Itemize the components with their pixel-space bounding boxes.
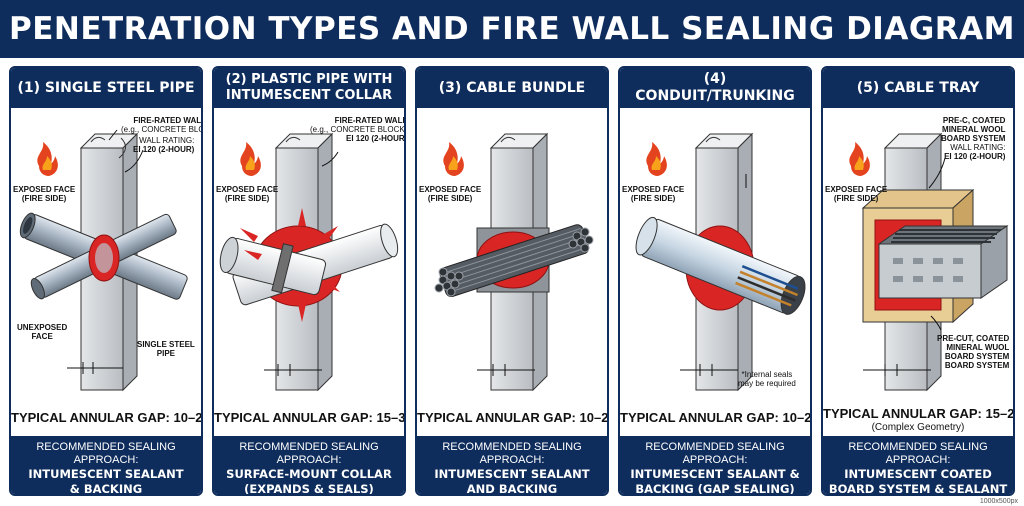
- fire-rated-wall-label: FIRE-RATED WALL(e.g., CONCRETE BLOCK)EI …: [310, 116, 406, 143]
- panel-plastic-pipe-collar: (2) PLASTIC PIPE WITH INTUMESCENT COLLAR: [212, 66, 406, 496]
- title-bar: PENETRATION TYPES AND FIRE WALL SEALING …: [0, 0, 1024, 58]
- rec-heading: RECOMMENDED SEALING APPROACH:: [848, 441, 988, 466]
- rec-line-2: BOARD SYSTEM & SEALANT: [828, 482, 1008, 496]
- rec-heading: RECOMMENDED SEALING APPROACH:: [36, 441, 176, 466]
- size-footnote: 1000x500px: [979, 498, 1018, 505]
- panel-heading: (3) CABLE BUNDLE: [417, 68, 607, 108]
- annular-gap-label: TYPICAL ANNULAR GAP: 15–30mm: [214, 410, 406, 425]
- fire-rated-wall-label: FIRE-RATED WALL(e.g., CONCRETE BLOCK): [121, 116, 203, 134]
- penetration-illustration: FIRE-RATED WALL(e.g., CONCRETE BLOCK) WA…: [11, 108, 201, 398]
- rec-line-1: INTUMESCENT COATED: [844, 467, 992, 481]
- panel-cable-bundle: (3) CABLE BUNDLE: [415, 66, 609, 496]
- complex-geometry-note: (Complex Geometry): [871, 422, 965, 433]
- annular-gap-label: TYPICAL ANNULAR GAP: 15–25mm: [823, 406, 1015, 421]
- wall-rating-label: WALL RATING:EI 120 (2-HOUR): [133, 136, 195, 154]
- panel-heading: (4) CONDUIT/TRUNKING: [620, 68, 810, 108]
- rec-line-1: SURFACE-MOUNT COLLAR: [226, 467, 392, 481]
- rec-line-1: INTUMESCENT SEALANT &: [630, 467, 800, 481]
- exposed-face-label: EXPOSED FACE(FIRE SIDE): [622, 185, 685, 203]
- panel-heading: (1) SINGLE STEEL PIPE: [11, 68, 201, 108]
- rec-line-2: BACKING (GAP SEALING): [635, 482, 795, 496]
- rec-heading: RECOMMENDED SEALING APPROACH:: [239, 441, 379, 466]
- panel-single-steel-pipe: (1) SINGLE STEEL PIPE: [9, 66, 203, 496]
- panel-heading: (2) PLASTIC PIPE WITH INTUMESCENT COLLAR: [214, 68, 404, 108]
- rec-line-2: (EXPANDS & SEALS): [244, 482, 374, 496]
- exposed-face-label: EXPOSED FACE(FIRE SIDE): [216, 185, 279, 203]
- rec-line-1: INTUMESCENT SEALANT: [28, 467, 184, 481]
- recommended-sealing-box: RECOMMENDED SEALING APPROACH: SURFACE-MO…: [214, 436, 404, 494]
- annular-gap-label: TYPICAL ANNULAR GAP: 10–20mm: [620, 410, 812, 425]
- exposed-face-label: EXPOSED FACE(FIRE SIDE): [419, 185, 482, 203]
- exposed-face-label: EXPOSED FACE(FIRE SIDE): [825, 185, 888, 203]
- recommended-sealing-box: RECOMMENDED SEALING APPROACH: INTUMESCEN…: [620, 436, 810, 494]
- recommended-sealing-box: RECOMMENDED SEALING APPROACH: INTUMESCEN…: [11, 436, 201, 494]
- penetration-illustration: FIRE-RATED WALL(e.g., CONCRETE BLOCK)EI …: [214, 108, 404, 398]
- penetration-illustration: EXPOSED FACE(FIRE SIDE): [417, 108, 607, 398]
- rec-heading: RECOMMENDED SEALING APPROACH:: [645, 441, 785, 466]
- exposed-face-label: EXPOSED FACE(FIRE SIDE): [13, 185, 76, 203]
- panel-heading: (5) CABLE TRAY: [823, 68, 1013, 108]
- panel-cable-tray: (5) CABLE TRAY: [821, 66, 1015, 496]
- rec-line-2: & BACKING: [69, 482, 143, 496]
- annular-gap-label: TYPICAL ANNULAR GAP: 10–20mm: [417, 410, 609, 425]
- rec-line-1: INTUMESCENT SEALANT: [434, 467, 590, 481]
- recommended-sealing-box: RECOMMENDED SEALING APPROACH: INTUMESCEN…: [417, 436, 607, 494]
- rec-heading: RECOMMENDED SEALING APPROACH:: [442, 441, 582, 466]
- panel-conduit-trunking: (4) CONDUIT/TRUNKING: [618, 66, 812, 496]
- page-title: PENETRATION TYPES AND FIRE WALL SEALING …: [9, 11, 1015, 47]
- annular-gap-label: TYPICAL ANNULAR GAP: 10–25mm: [11, 410, 203, 425]
- recommended-sealing-box: RECOMMENDED SEALING APPROACH: INTUMESCEN…: [823, 436, 1013, 494]
- rec-line-2: AND BACKING: [466, 482, 558, 496]
